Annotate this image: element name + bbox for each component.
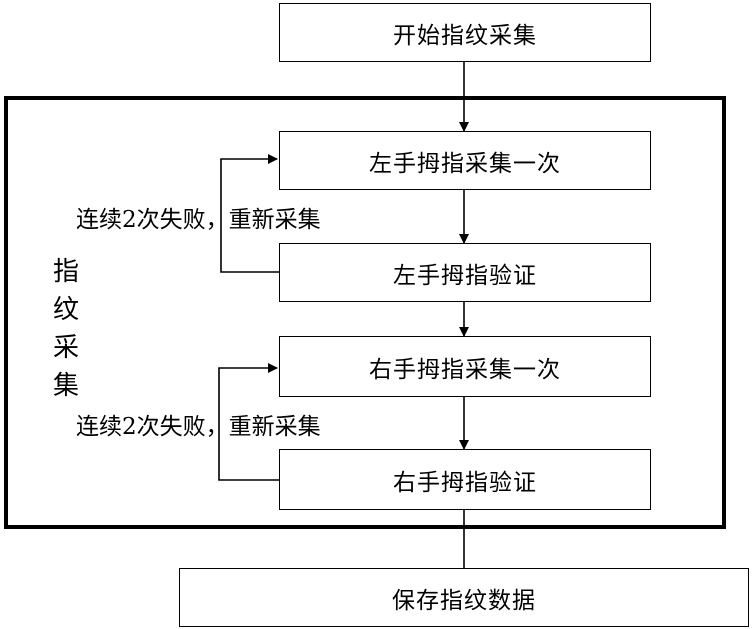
left-verify-box: 左手拇指验证 (279, 243, 651, 302)
left-capture-box: 左手拇指采集一次 (279, 131, 651, 190)
retry-loop-left (220, 154, 279, 273)
retry-label-left: 连续2次失败，重新采集 (76, 207, 321, 233)
right-capture-box: 右手拇指采集一次 (279, 336, 651, 397)
retry-loop-right (218, 363, 279, 481)
right-verify-box: 右手拇指验证 (279, 449, 651, 510)
end-box: 保存指纹数据 (179, 568, 749, 627)
retry-label-right: 连续2次失败，重新采集 (76, 414, 321, 440)
group-label: 指纹采集 (52, 257, 79, 401)
fingerprint-group-frame (4, 96, 726, 529)
start-box: 开始指纹采集 (279, 3, 651, 62)
